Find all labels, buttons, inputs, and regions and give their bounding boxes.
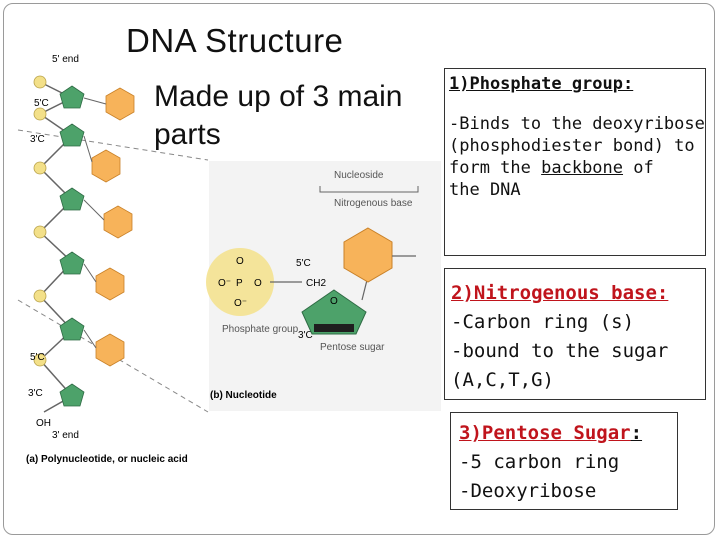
five-c-detail: 5'C: [296, 258, 311, 269]
three-c-label-top: 3'C: [30, 134, 45, 145]
pentose-sugar-heading: 3)Pentose Sugar: [459, 422, 631, 444]
pentose-sugar-colon: :: [630, 422, 643, 444]
base-hexagons: [91, 87, 135, 367]
nitrogenous-base-heading: 2)Nitrogenous base:: [451, 282, 669, 304]
phosphate-dots: [33, 75, 47, 367]
caption-b: (b) Nucleotide: [210, 390, 277, 401]
nitrogenous-base-shape: [343, 227, 393, 283]
phosphate-line-2: (phosphodiester bond) to: [449, 136, 695, 156]
nitrogenous-base-label: Nitrogenous base: [334, 198, 413, 209]
five-prime-end-label: 5' end: [52, 54, 79, 65]
phosphate-line-3-start: form the: [449, 158, 542, 178]
phosphate-o-top: O: [236, 256, 244, 267]
base-line-2: -bound to the sugar: [451, 340, 669, 362]
slide-frame: [3, 3, 715, 535]
five-c-label-bottom: 5'C: [30, 352, 45, 363]
base-line-1: -Carbon ring (s): [451, 311, 635, 333]
three-c-detail: 3'C: [298, 330, 313, 341]
base-line-3: (A,C,T,G): [451, 369, 554, 391]
phosphate-p: P: [236, 278, 243, 289]
phosphate-line-4: the DNA: [449, 180, 521, 200]
phosphate-o-bottom: O⁻: [234, 298, 247, 309]
phosphate-group-heading: 1)Phosphate group:: [449, 74, 634, 94]
pentose-o: O: [330, 296, 338, 307]
nitrogenous-base-box: 2)Nitrogenous base: -Carbon ring (s) -bo…: [444, 268, 706, 400]
caption-a-text: (a) Polynucleotide, or nucleic acid: [26, 454, 188, 465]
phosphate-o-left: O⁻: [218, 278, 231, 289]
phosphate-line-3-end: of: [623, 158, 654, 178]
ch2-label: CH2: [306, 278, 326, 289]
sugar-line-1: -5 carbon ring: [459, 451, 620, 473]
oh-label: OH: [36, 418, 51, 429]
caption-b-text: (b) Nucleotide: [210, 390, 277, 401]
nucleoside-label: Nucleoside: [334, 170, 384, 181]
phosphate-circle: [206, 248, 274, 316]
slide-title: DNA Structure: [126, 22, 344, 59]
pentose-sugar-shape: [301, 289, 367, 335]
sugar-line-2: -Deoxyribose: [459, 480, 597, 502]
phosphate-o-right: O: [254, 278, 262, 289]
backbone-term: backbone: [541, 158, 624, 178]
slide-subtitle: Made up of 3 main parts: [154, 80, 403, 151]
pentose-sugar-box: 3)Pentose Sugar: -5 carbon ring -Deoxyri…: [450, 412, 678, 510]
phosphate-line-1: -Binds to the deoxyribose: [449, 114, 705, 134]
phosphate-group-box: 1)Phosphate group: -Binds to the deoxyri…: [444, 68, 706, 256]
five-c-label-top: 5'C: [34, 98, 49, 109]
caption-a: (a) Polynucleotide, or nucleic acid: [26, 454, 188, 465]
sugar-pentagons: [59, 85, 85, 407]
three-prime-end-label: 3' end: [52, 430, 79, 441]
phosphate-line-3: form the backbone of: [449, 157, 705, 179]
three-c-label-bottom: 3'C: [28, 388, 43, 399]
phosphate-group-label: Phosphate group: [222, 324, 299, 335]
pentose-sugar-label: Pentose sugar: [320, 342, 385, 353]
pentose-sugar-heading-row: 3)Pentose Sugar:: [459, 419, 677, 448]
phosphate-group-text: Phosphate group: [222, 324, 299, 335]
